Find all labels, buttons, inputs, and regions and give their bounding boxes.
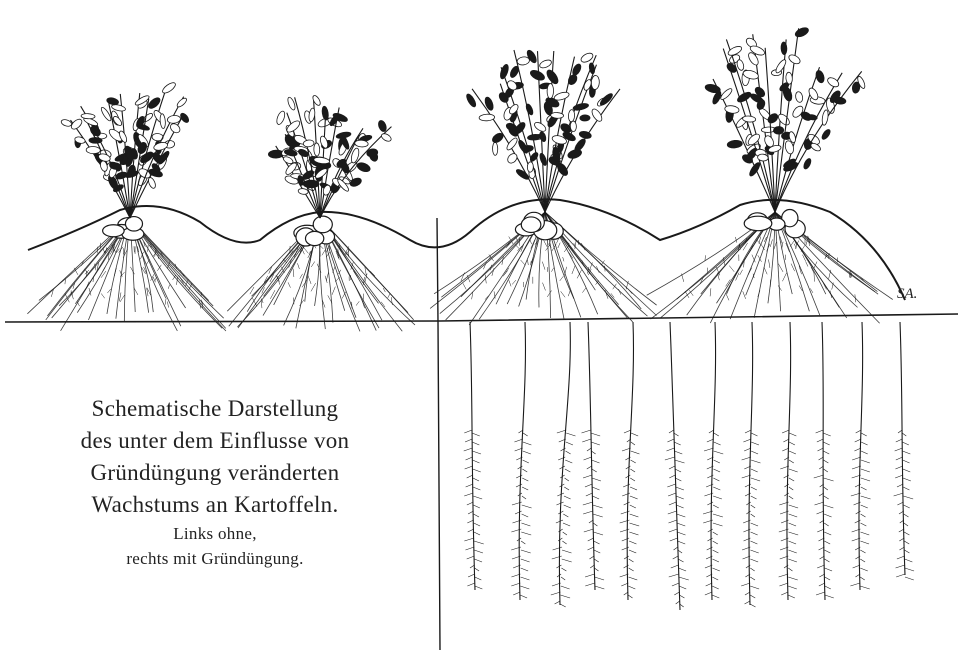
- divider-line: [437, 218, 440, 650]
- caption-line-4: Wachstums an Kartoffeln.: [40, 489, 390, 521]
- caption-line-5: Links ohne,: [40, 521, 390, 546]
- caption-line-1: Schematische Darstellung: [40, 393, 390, 425]
- caption-line-3: Gründüngung veränderten: [40, 457, 390, 489]
- figure-caption: Schematische Darstellung des unter dem E…: [40, 393, 390, 571]
- artist-signature: SA.: [897, 286, 917, 303]
- caption-line-2: des unter dem Einflusse von: [40, 425, 390, 457]
- ground-line: [5, 314, 958, 322]
- caption-line-6: rechts mit Gründüngung.: [40, 546, 390, 571]
